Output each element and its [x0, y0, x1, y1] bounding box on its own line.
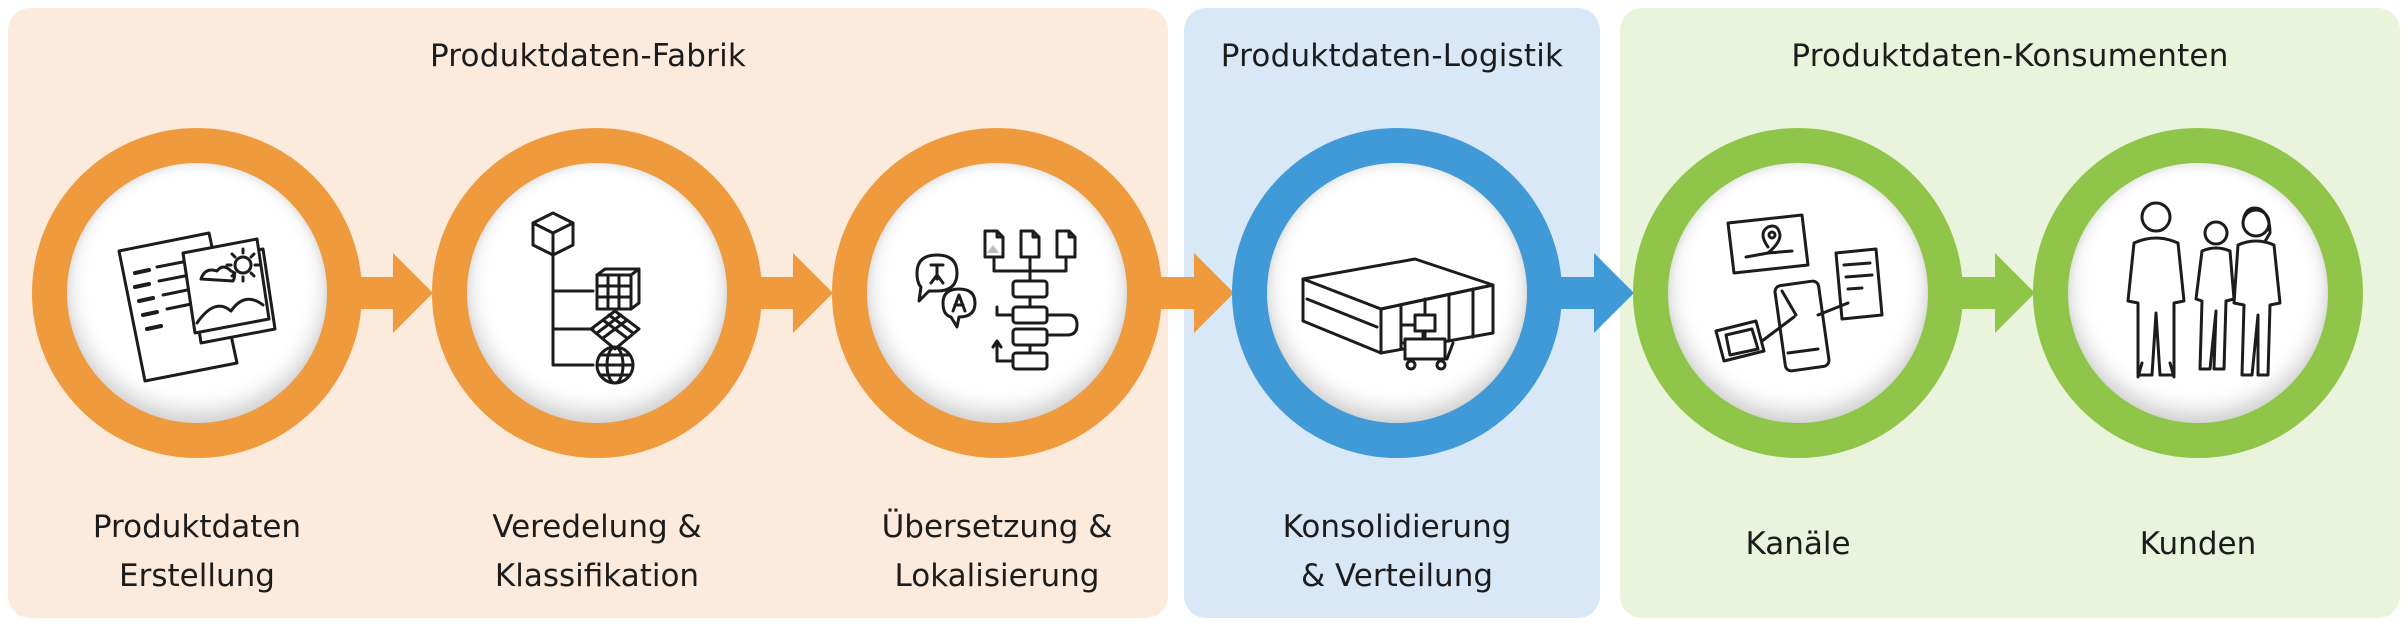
- stage-label-kunden: Kunden: [2048, 520, 2348, 569]
- stage-konsolidierung-verteilung: [1232, 128, 1562, 458]
- stage-label-line: Veredelung &: [492, 509, 702, 545]
- stage-disc: [1267, 163, 1527, 423]
- stage-label-produktdaten-erstellung: Produktdaten Erstellung: [47, 503, 347, 601]
- stage-label-line: Kunden: [2139, 526, 2257, 562]
- stage-label-line: Lokalisierung: [894, 558, 1100, 594]
- classification-tree-icon: [531, 211, 641, 385]
- stage-label-uebersetzung-lokalisierung: Übersetzung & Lokalisierung: [847, 503, 1147, 601]
- panel-title: Produktdaten-Konsumenten: [1791, 38, 2229, 74]
- arrow-right-icon: [755, 253, 833, 333]
- stage-produktdaten-erstellung: [32, 128, 362, 458]
- panel-title: Produktdaten-Logistik: [1220, 38, 1564, 74]
- stage-label-line: Übersetzung &: [881, 509, 1113, 545]
- arrow-right-icon: [355, 253, 433, 333]
- stage-disc: [67, 163, 327, 423]
- stage-label-veredelung-klassifikation: Veredelung & Klassifikation: [447, 503, 747, 601]
- stage-veredelung-klassifikation: [432, 128, 762, 458]
- stage-label-line: Klassifikation: [494, 558, 700, 594]
- channels-phone-icon: [1714, 213, 1884, 373]
- stage-label-line: Produktdaten: [92, 509, 302, 545]
- stage-label-line: Kanäle: [1745, 526, 1851, 562]
- stage-disc: [2068, 163, 2328, 423]
- stage-label-konsolidierung-verteilung: Konsolidierung & Verteilung: [1247, 503, 1547, 601]
- stage-uebersetzung-lokalisierung: [832, 128, 1162, 458]
- stage-kunden: [2033, 128, 2363, 458]
- panel-title: Produktdaten-Fabrik: [429, 38, 747, 74]
- arrow-right-icon: [1957, 253, 2035, 333]
- stage-disc: [1668, 163, 1928, 423]
- customers-people-icon: [2126, 201, 2282, 379]
- stage-disc: [867, 163, 1127, 423]
- stage-kanaele: [1633, 128, 1963, 458]
- translation-flow-icon: [915, 229, 1079, 371]
- arrow-right-icon: [1156, 253, 1234, 333]
- warehouse-icon: [1301, 257, 1495, 371]
- arrow-right-icon: [1556, 253, 1634, 333]
- stage-label-line: Erstellung: [119, 558, 275, 594]
- documents-photo-icon: [117, 231, 277, 383]
- stage-label-line: & Verteilung: [1300, 558, 1494, 594]
- stage-label-kanaele: Kanäle: [1648, 520, 1948, 569]
- stage-label-line: Konsolidierung: [1282, 509, 1512, 545]
- stage-disc: [467, 163, 727, 423]
